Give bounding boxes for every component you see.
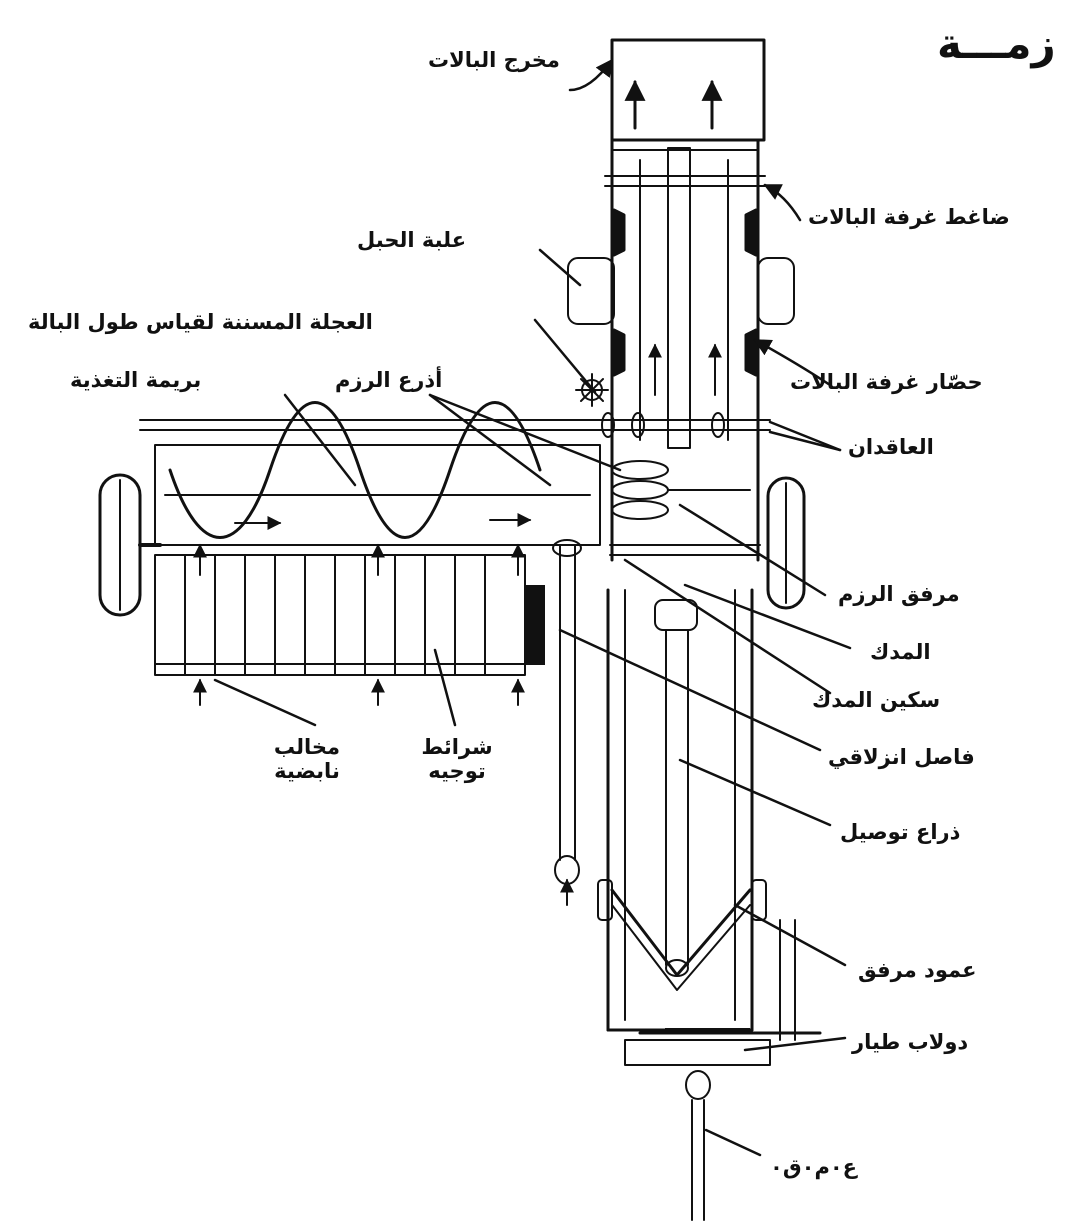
- heading: زمـــة: [937, 19, 1056, 68]
- knotter-shaft: [139, 412, 771, 438]
- label-crank-shaft: عمود مرفق: [858, 958, 977, 982]
- label-ram: المدك: [870, 640, 931, 664]
- leader-lines: [213, 58, 852, 1157]
- label-star-wheel: العجلة المسننة لقياس طول البالة: [28, 310, 373, 334]
- label-flywheel: دولاب طيار: [852, 1030, 969, 1054]
- pto-shaft-drawing: [685, 1070, 711, 1221]
- label-feed-auger: بريمة التغذية: [70, 368, 202, 392]
- bale-chamber: [604, 138, 766, 562]
- label-guide-strips-line1: شرائط: [421, 735, 493, 759]
- left-wheel: [98, 473, 162, 617]
- bale-outlet-box: [610, 38, 766, 142]
- label-bale-chamber-pressure: ضاغط غرفة البالات: [808, 205, 1010, 229]
- crank-v: [597, 879, 796, 1041]
- label-guide-strips-line2: توجيه: [428, 759, 486, 784]
- flywheel-drawing: [624, 1028, 822, 1066]
- label-bale-outlet: مخرج البالات: [428, 48, 560, 72]
- lower-frame: [606, 588, 754, 1032]
- label-pto: ع٠م٠ق٠: [770, 1155, 858, 1179]
- label-knotters: العاقدان: [848, 435, 934, 459]
- needle-ram-area: [609, 460, 761, 556]
- twine-box-right: [757, 257, 795, 325]
- label-guide-strips: شرائط توجيه: [412, 735, 502, 783]
- side-drive-shaft: [552, 539, 582, 906]
- connecting-rod-drawing: [654, 599, 698, 977]
- label-bundle-crank: مرفق الرزم: [838, 582, 960, 606]
- label-pickup-tines-line2: نابضية: [274, 759, 340, 784]
- label-ram-knife: سكين المدك: [812, 688, 941, 712]
- label-bundle-needles: أذرع الرزم: [335, 368, 443, 392]
- label-pickup-tines: مخالب نابضية: [262, 735, 352, 783]
- label-bale-chamber-wall: حصّار غرفة البالات: [790, 370, 983, 394]
- label-slip-clutch: فاصل انزلاقي: [828, 745, 975, 769]
- pickup-reel: [154, 543, 545, 706]
- right-wheel: [766, 476, 806, 610]
- label-pickup-tines-line1: مخالب: [273, 735, 341, 759]
- twine-box-left: [567, 257, 615, 325]
- label-connecting-rod: ذراع توصيل: [840, 820, 961, 844]
- label-twine-box: علبة الحبل: [357, 228, 467, 252]
